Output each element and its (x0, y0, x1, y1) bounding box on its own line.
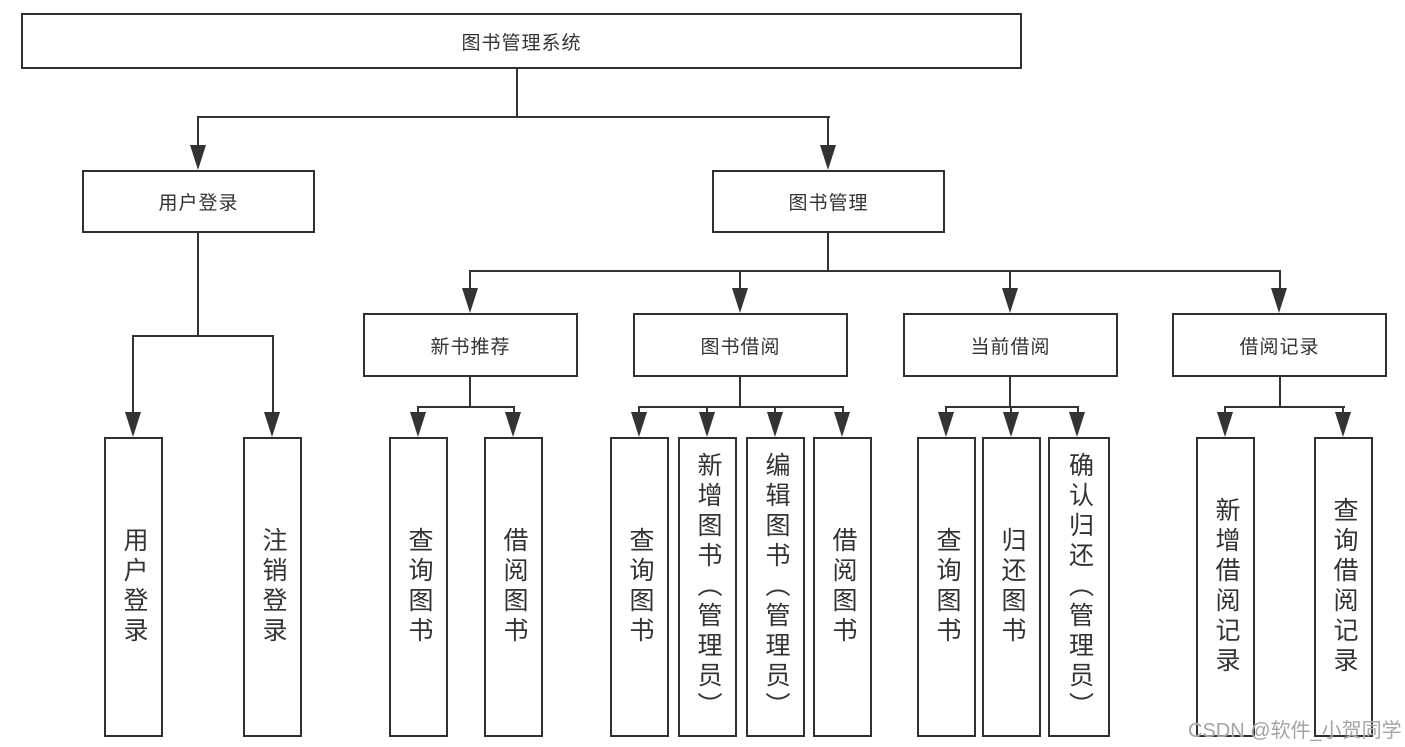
leaf-add-books-admin: 新增图书（管理员） (678, 437, 737, 737)
arrowhead-leaf2 (264, 412, 280, 437)
node-new-book-recommend: 新书推荐 (363, 313, 578, 377)
leaf-query-books-current: 查询图书 (917, 437, 976, 737)
node-root: 图书管理系统 (21, 13, 1022, 69)
arrowhead-userlogin (190, 145, 206, 170)
leaf-query-books-current-label: 查询图书 (933, 527, 961, 647)
watermark: CSDN @软件_小贺同学 (1188, 720, 1402, 742)
connector-userlogin-stem (197, 116, 199, 147)
arrowhead-leaf12 (1217, 412, 1233, 437)
leaf-query-books-recommend: 查询图书 (389, 437, 448, 737)
connector-bookmgmt-stem (827, 116, 829, 147)
connector-leaf9-stem (945, 406, 947, 415)
leaf-query-books-recommend-label: 查询图书 (405, 527, 433, 647)
connector-bookmgmt-down (827, 233, 829, 272)
leaf-edit-books-admin-label: 编辑图书（管理员） (762, 452, 790, 722)
arrowhead-l3-4 (1271, 288, 1287, 313)
connector-l3-2-stem (739, 270, 741, 291)
arrowhead-l3-2 (732, 288, 748, 313)
connector-records-hbar (1224, 406, 1345, 408)
connector-root-stem (516, 69, 518, 118)
leaf-confirm-return-admin-label: 确认归还（管理员） (1065, 452, 1094, 722)
connector-leaf4-stem (513, 406, 515, 415)
connector-leaf8-stem (842, 406, 844, 415)
leaf-user-login-label: 用户登录 (120, 527, 148, 647)
connector-leaf11-stem (1077, 406, 1079, 415)
leaf-add-borrow-record: 新增借阅记录 (1196, 437, 1255, 737)
connector-records-down (1279, 377, 1281, 408)
connector-leaf10-stem (1010, 406, 1012, 415)
connector-l3-3-stem (1009, 270, 1011, 291)
arrowhead-bookmgmt (820, 145, 836, 170)
arrowhead-leaf1 (125, 412, 141, 437)
node-user-login: 用户登录 (82, 170, 315, 233)
connector-root-hbar (197, 116, 830, 118)
arrowhead-leaf9 (938, 412, 954, 437)
connector-leaf6-stem (706, 406, 708, 415)
leaf-user-login: 用户登录 (104, 437, 163, 737)
leaf-edit-books-admin: 编辑图书（管理员） (746, 437, 805, 737)
arrowhead-leaf6 (699, 412, 715, 437)
connector-leaf12-stem (1224, 406, 1226, 415)
connector-leaf3-stem (417, 406, 419, 415)
connector-recommend-down (469, 377, 471, 408)
connector-leaf7-stem (774, 406, 776, 415)
leaf-add-borrow-record-label: 新增借阅记录 (1212, 497, 1240, 677)
node-new-book-recommend-label: 新书推荐 (430, 336, 511, 358)
connector-userlogin-hbar (132, 335, 274, 337)
leaf-query-borrow-record-label: 查询借阅记录 (1330, 497, 1358, 677)
node-current-borrow: 当前借阅 (903, 313, 1118, 377)
node-book-borrow: 图书借阅 (633, 313, 848, 377)
node-borrow-records: 借阅记录 (1172, 313, 1387, 377)
connector-userlogin-down (197, 233, 199, 337)
leaf-query-borrow-record: 查询借阅记录 (1314, 437, 1373, 737)
leaf-query-books-borrow: 查询图书 (610, 437, 669, 737)
leaf-return-books-label: 归还图书 (998, 527, 1026, 647)
connector-currentborrow-down (1009, 377, 1011, 408)
leaf-borrow-books: 借阅图书 (813, 437, 872, 737)
node-book-management: 图书管理 (712, 170, 945, 233)
arrowhead-leaf13 (1335, 412, 1351, 437)
arrowhead-leaf8 (834, 412, 850, 437)
node-book-management-label: 图书管理 (788, 193, 869, 214)
arrowhead-l3-1 (462, 288, 478, 313)
node-current-borrow-label: 当前借阅 (970, 336, 1051, 358)
node-borrow-records-label: 借阅记录 (1239, 336, 1320, 358)
arrowhead-leaf11 (1069, 412, 1085, 437)
arrowhead-leaf3 (410, 412, 426, 437)
leaf-borrow-books-recommend-label: 借阅图书 (500, 527, 528, 647)
leaf-add-books-admin-label: 新增图书（管理员） (694, 452, 722, 722)
leaf-logout: 注销登录 (243, 437, 302, 737)
connector-l3-1-stem (469, 270, 471, 291)
connector-leaf13-stem (1342, 406, 1344, 415)
connector-bookborrow-down (739, 377, 741, 408)
arrowhead-l3-3 (1002, 288, 1018, 313)
connector-l3-4-stem (1279, 270, 1281, 291)
arrowhead-leaf7 (767, 412, 783, 437)
arrowhead-leaf10 (1003, 412, 1019, 437)
node-root-label: 图书管理系统 (461, 32, 582, 54)
connector-level3-hbar (469, 270, 1281, 272)
connector-currentborrow-hbar (945, 406, 1079, 408)
arrowhead-leaf4 (505, 412, 521, 437)
node-book-borrow-label: 图书借阅 (700, 336, 781, 358)
leaf-query-books-borrow-label: 查询图书 (626, 527, 654, 647)
connector-recommend-hbar (417, 406, 515, 408)
leaf-confirm-return-admin: 确认归还（管理员） (1048, 437, 1110, 737)
leaf-return-books: 归还图书 (982, 437, 1041, 737)
arrowhead-leaf5 (631, 412, 647, 437)
leaf-borrow-books-recommend: 借阅图书 (484, 437, 543, 737)
connector-leaf2-stem (272, 335, 274, 413)
connector-leaf5-stem (638, 406, 640, 415)
connector-leaf1-stem (132, 335, 134, 413)
leaf-logout-label: 注销登录 (259, 527, 287, 647)
connector-bookborrow-hbar (638, 406, 844, 408)
leaf-borrow-books-label: 借阅图书 (829, 527, 857, 647)
node-user-login-label: 用户登录 (158, 193, 239, 214)
